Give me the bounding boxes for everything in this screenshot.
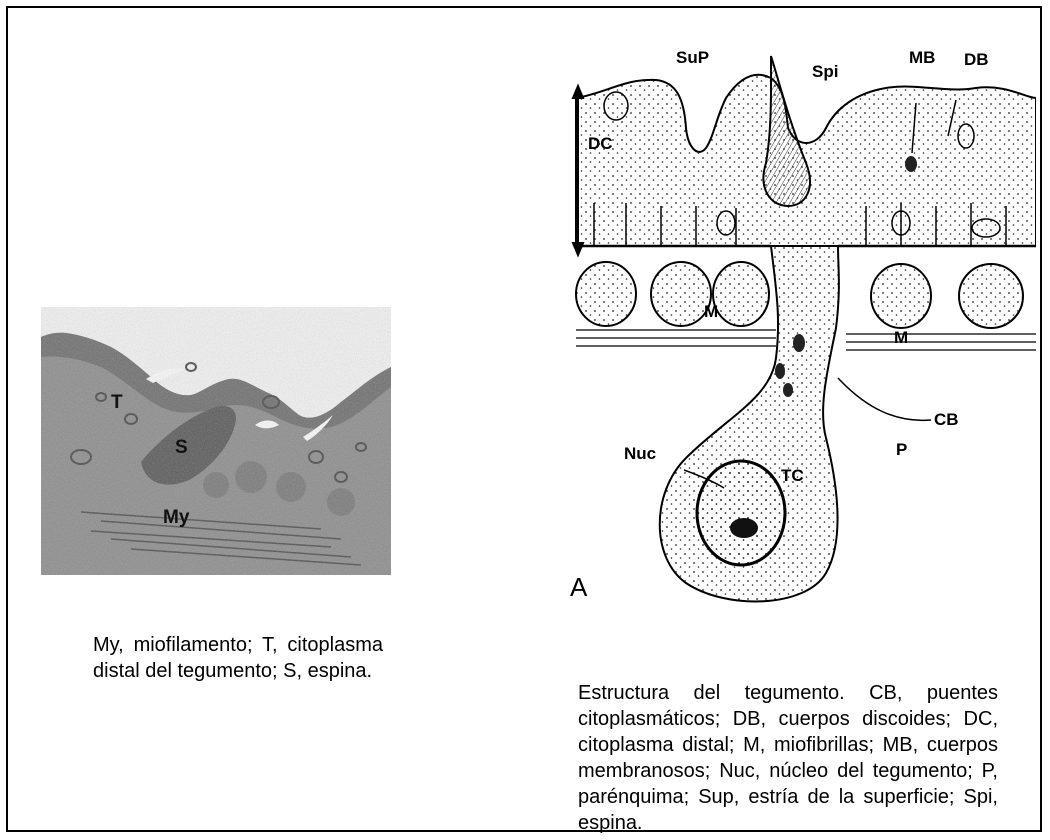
label-sup: SuP	[676, 48, 709, 68]
label-m-right: M	[894, 328, 908, 348]
diagram-caption: Estructura del tegumento. CB, puentes ci…	[578, 680, 998, 836]
label-nuc: Nuc	[624, 444, 656, 464]
micrograph-image	[41, 307, 391, 575]
label-t: T	[111, 392, 123, 414]
label-my: My	[163, 507, 189, 529]
label-mb: MB	[909, 48, 935, 68]
tegument-diagram: SuP Spi MB DB DC M M CB Nuc TC P A	[566, 38, 1036, 618]
electron-micrograph: T S My	[41, 307, 391, 575]
label-dc: DC	[588, 134, 613, 154]
label-cb: CB	[934, 410, 959, 430]
label-panel-a: A	[570, 572, 587, 603]
label-db: DB	[964, 50, 989, 70]
micrograph-caption: My, miofilamento; T, citoplasma distal d…	[93, 632, 383, 684]
label-s: S	[175, 437, 188, 459]
label-tc: TC	[781, 466, 804, 486]
label-p: P	[896, 440, 907, 460]
label-spi: Spi	[812, 62, 838, 82]
label-m-left: M	[704, 302, 718, 322]
tegument-drawing	[566, 38, 1036, 618]
